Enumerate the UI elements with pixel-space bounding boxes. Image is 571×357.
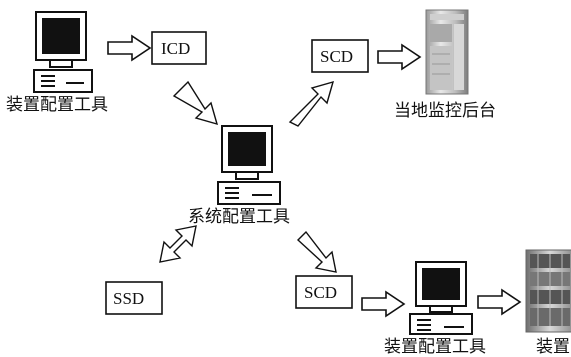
computer-icon <box>217 125 281 205</box>
server-cabinet-icon <box>425 9 469 95</box>
arrow-tool-to-icd <box>107 34 152 62</box>
ssd-box <box>105 281 163 315</box>
arrow-scd-to-device-tool <box>361 290 406 318</box>
device-label: 装置 <box>536 337 570 357</box>
system-tool-label: 系统配置工具 <box>188 207 290 227</box>
arrow-system-to-scd-top <box>288 80 335 127</box>
scd-top-box <box>311 39 369 73</box>
scd-bottom-box <box>295 275 353 309</box>
arrow-system-ssd-bidirectional <box>159 225 197 263</box>
computer-icon <box>409 261 473 335</box>
icd-label: ICD <box>161 39 190 58</box>
arrow-icd-to-system <box>172 80 219 126</box>
arrow-scd-to-backend <box>377 43 422 71</box>
device-tool-bottom-label: 装置配置工具 <box>384 337 486 357</box>
arrow-system-to-scd-bottom <box>296 230 337 273</box>
device-tool-top-label: 装置配置工具 <box>6 95 108 115</box>
ssd-label: SSD <box>113 289 144 308</box>
scd-top-label: SCD <box>320 47 353 66</box>
computer-icon <box>33 11 93 93</box>
local-backend-label: 当地监控后台 <box>394 101 496 121</box>
scd-bottom-label: SCD <box>304 283 337 302</box>
icd-box <box>151 31 207 65</box>
device-rack-icon <box>525 249 571 333</box>
arrow-device-tool-to-device <box>477 288 522 316</box>
